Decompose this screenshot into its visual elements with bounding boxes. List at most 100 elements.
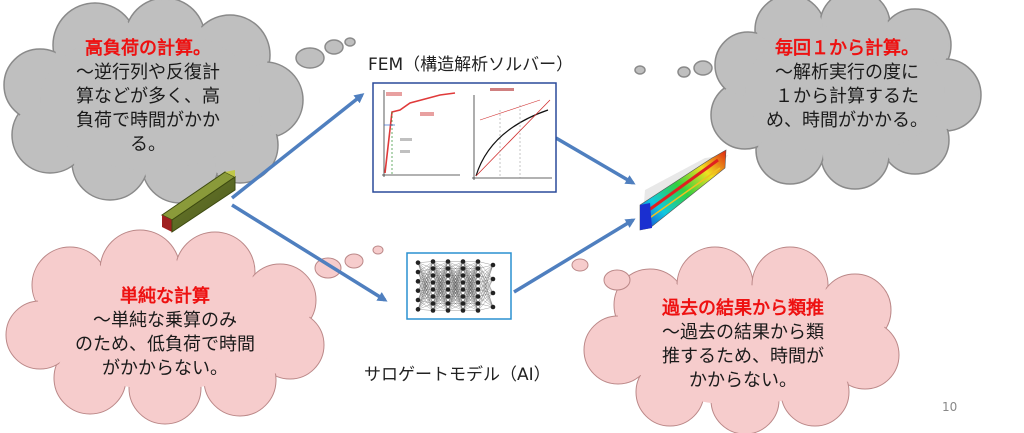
nn-node [490,262,496,268]
nn-node [445,308,451,313]
nn-connection [417,275,434,282]
nn-node [460,280,466,285]
nn-connection [477,306,494,311]
nn-connection [447,261,464,276]
nn-connection [417,299,434,304]
page-number: 10 [942,400,958,414]
nn-connection [462,261,479,269]
nn-connection [417,282,434,310]
nn-connection [417,290,434,297]
cloud-fem-repeat-body: ～解析実行の度に １から計算するた め、時間がかかる。 [766,62,928,131]
nn-connection [417,261,434,273]
surrogate-model-label: サロゲートモデル（AI） [364,365,551,385]
nn-node [430,273,436,278]
nn-connection [477,278,494,311]
nn-node [460,266,466,271]
nn-node [430,301,436,306]
nn-node [475,301,481,306]
nn-connection [447,261,464,290]
nn-connection [417,261,434,263]
nn-connection [477,261,494,266]
nn-node [430,287,436,292]
nn-connection [477,303,494,308]
nn-node [475,308,481,313]
nn-connection [417,275,434,301]
fem-solver-label: FEM（構造解析ソルバー） [368,55,574,75]
nn-node [445,259,451,264]
nn-connection [462,261,479,276]
cloud-ai-simple [5,229,384,425]
nn-connection [417,282,434,301]
nn-connection [447,261,464,297]
nn-connection [447,261,464,283]
nn-connection [432,261,449,297]
nn-node [415,288,421,293]
nn-connection [417,275,434,291]
nn-connection [417,309,434,311]
nn-connection [447,289,464,311]
nn-connection [477,264,494,297]
cloud-fem-cost-text: 高負荷の計算。 ～逆行列や反復計 算などが多く、高 負荷で時間がかか る。 [48,37,248,157]
cloud-fem-cost [3,0,356,204]
nn-connection [417,262,434,276]
nn-node [460,308,466,313]
nn-connection [417,282,434,291]
arrow-input-to-fem [230,93,365,200]
nn-connection [432,303,449,311]
nn-connection [477,292,494,304]
nn-connection [417,261,434,310]
nn-connection [462,296,479,311]
nn-connection [477,292,494,311]
nn-connection [447,261,464,304]
nn-connection [447,282,464,311]
nn-node [475,280,481,285]
nn-connection [432,261,449,276]
nn-connection [417,268,434,291]
nn-node [460,287,466,292]
nn-node [475,294,481,299]
nn-node [430,294,436,299]
nn-connection [447,261,464,269]
nn-connection [432,261,449,311]
nn-connection [432,275,449,311]
cloud-ai-past [571,246,900,433]
nn-node [415,269,421,275]
nn-connection [447,303,464,311]
nn-connection [417,261,434,291]
cloud-fem-repeat-text: 毎回１から計算。 ～解析実行の度に １から計算するた め、時間がかかる。 [752,37,942,133]
nn-connection [462,261,479,290]
nn-node [475,273,481,278]
nn-connection [417,296,434,301]
nn-connection [417,281,434,283]
cloud-ai-past-title: 過去の結果から類推 [662,298,824,319]
nn-connection [417,289,434,310]
nn-connection [447,296,464,311]
flow-arrows [230,93,636,302]
cloud-ai-past-text: 過去の結果から類推 ～過去の結果から類 推するため、時間が かからない。 [638,297,848,393]
nn-connection [432,261,449,290]
nn-connection [417,289,434,301]
arrow-fem-to-result [555,136,636,185]
nn-node [430,266,436,271]
nn-node [490,304,496,310]
nn-node [460,294,466,299]
nn-connection [417,268,434,282]
nn-connection [477,264,494,304]
nn-node [445,280,451,285]
nn-connection [477,264,494,276]
nn-connection [462,282,479,311]
nn-connection [417,290,434,304]
nn-connection [432,289,449,311]
nn-connection [417,271,434,283]
nn-node [475,266,481,271]
nn-node [460,273,466,278]
nn-node [475,287,481,292]
cloud-fem-cost-body: ～逆行列や反復計 算などが多く、高 負荷で時間がかか る。 [76,62,220,155]
nn-connection [432,261,449,269]
nn-node [415,307,421,312]
nn-node [430,259,436,264]
nn-connection [477,264,494,269]
neural-network-image [406,252,512,320]
cloud-ai-past-body: ～過去の結果から類 推するため、時間が かからない。 [662,322,824,391]
cloud-ai-simple-body: ～単純な乗算のみ のため、低負荷で時間 がかからない。 [75,310,255,379]
